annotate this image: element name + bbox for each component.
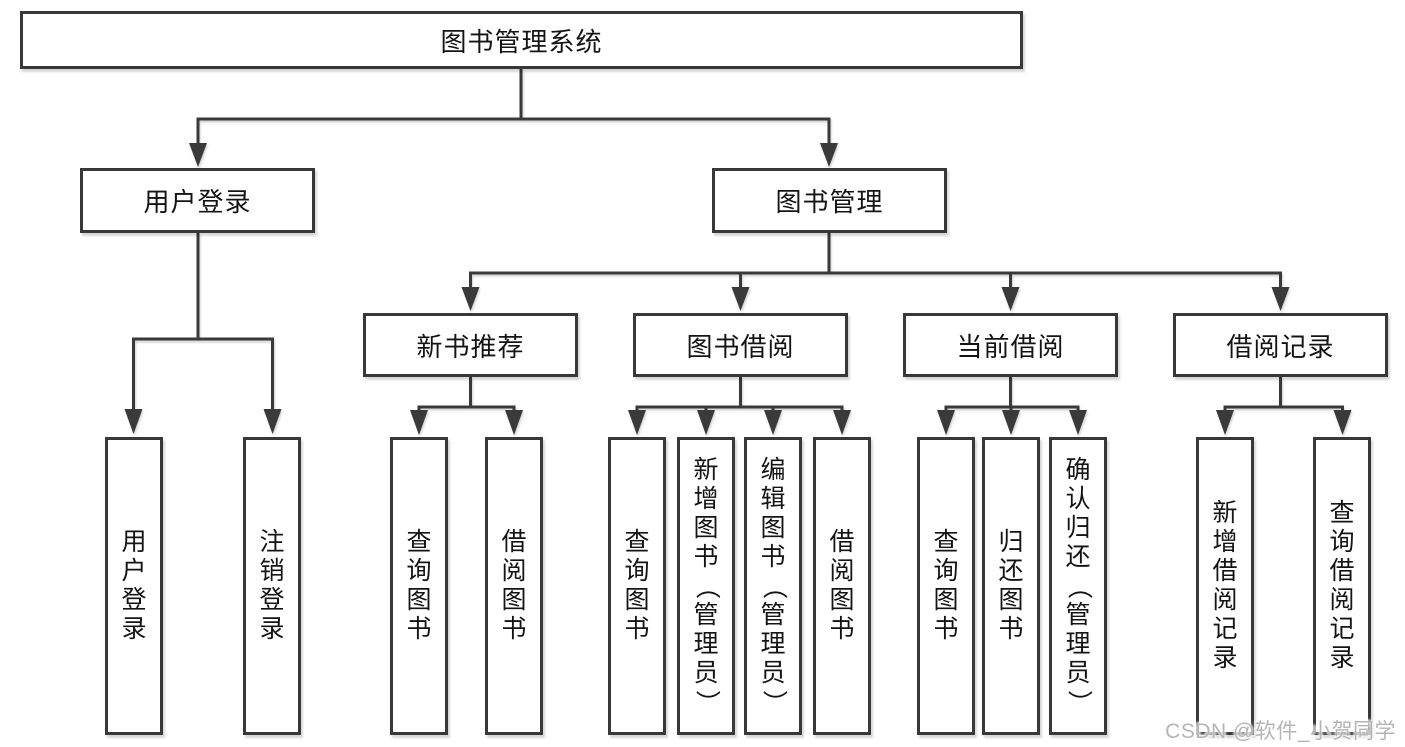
leaf-return-book: 归还图书 <box>982 437 1040 735</box>
leaf-query-books-borrowing: 查询图书 <box>608 437 666 735</box>
node-root-system: 图书管理系统 <box>20 11 1023 69</box>
leaf-add-borrow-record: 新增借阅记录 <box>1196 437 1254 735</box>
node-new-book-recommend: 新书推荐 <box>363 313 578 377</box>
leaf-query-books-current: 查询图书 <box>917 437 975 735</box>
leaf-confirm-return-admin: 确认归还（管理员） <box>1049 437 1107 735</box>
leaf-edit-book-admin: 编辑图书（管理员） <box>744 437 802 735</box>
leaf-borrow-books-borrowing: 借阅图书 <box>813 437 871 735</box>
csdn-watermark: CSDN @软件_小贺同学 <box>1165 720 1396 743</box>
leaf-user-login: 用户登录 <box>105 437 163 735</box>
node-current-borrowing: 当前借阅 <box>903 313 1118 377</box>
node-book-management: 图书管理 <box>712 168 947 233</box>
leaf-logout: 注销登录 <box>243 437 301 735</box>
node-book-borrowing: 图书借阅 <box>633 313 848 377</box>
node-borrowing-records: 借阅记录 <box>1173 313 1388 377</box>
leaf-query-borrow-record: 查询借阅记录 <box>1313 437 1371 735</box>
leaf-add-book-admin: 新增图书（管理员） <box>677 437 735 735</box>
leaf-query-books-recommend: 查询图书 <box>390 437 448 735</box>
leaf-borrow-books-recommend: 借阅图书 <box>485 437 543 735</box>
node-user-login: 用户登录 <box>80 168 315 233</box>
